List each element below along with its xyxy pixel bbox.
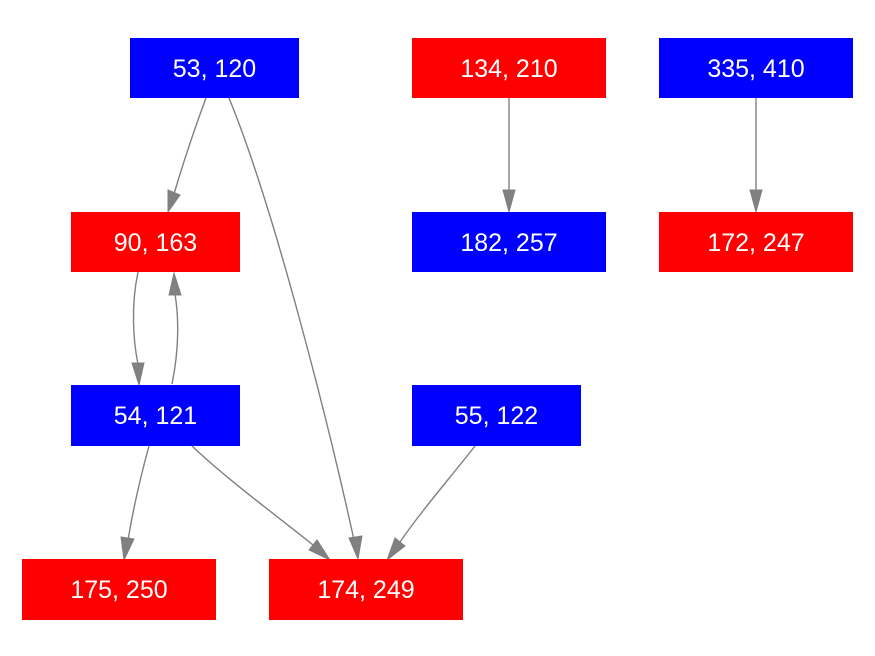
edge-54-121-to-175-250	[127, 445, 150, 541]
arrowhead-icon	[348, 535, 363, 561]
edge-54-121-to-174-249	[191, 445, 314, 546]
arrowhead-icon	[385, 537, 406, 562]
arrowhead-icon	[131, 362, 145, 387]
node-label: 182, 257	[460, 229, 557, 257]
edge-54-121-to-90-163	[171, 293, 179, 385]
node-90-163[interactable]: 90, 163	[71, 212, 240, 272]
arrowhead-icon	[120, 536, 135, 562]
node-134-210[interactable]: 134, 210	[412, 38, 606, 98]
node-174-249[interactable]: 174, 249	[269, 559, 463, 620]
edge-53-120-to-174-249	[228, 97, 355, 541]
node-label: 90, 163	[114, 229, 197, 257]
edge-53-120-to-90-163	[173, 97, 207, 195]
node-label: 53, 120	[173, 55, 256, 83]
node-335-410[interactable]: 335, 410	[659, 38, 853, 98]
edge-55-122-to-174-249	[399, 445, 476, 543]
node-label: 335, 410	[707, 55, 804, 83]
edges	[120, 97, 763, 562]
node-label: 54, 121	[114, 402, 197, 430]
node-53-120[interactable]: 53, 120	[130, 38, 299, 98]
node-54-121[interactable]: 54, 121	[71, 385, 240, 446]
node-182-257[interactable]: 182, 257	[412, 212, 606, 272]
node-label: 174, 249	[317, 576, 414, 604]
node-label: 172, 247	[707, 229, 804, 257]
edge-90-163-to-54-121	[132, 271, 139, 365]
arrowhead-icon	[749, 189, 763, 214]
arrowhead-icon	[167, 189, 181, 214]
node-label: 134, 210	[460, 55, 557, 83]
arrowhead-icon	[308, 539, 332, 562]
node-55-122[interactable]: 55, 122	[412, 385, 581, 446]
node-label: 55, 122	[455, 402, 538, 430]
nodes: 53, 120 134, 210 335, 410 90, 163 182, 2…	[22, 38, 853, 620]
node-175-250[interactable]: 175, 250	[22, 559, 216, 620]
arrowhead-icon	[168, 271, 182, 296]
node-172-247[interactable]: 172, 247	[659, 212, 853, 272]
node-label: 175, 250	[70, 576, 167, 604]
arrowhead-icon	[502, 189, 516, 214]
